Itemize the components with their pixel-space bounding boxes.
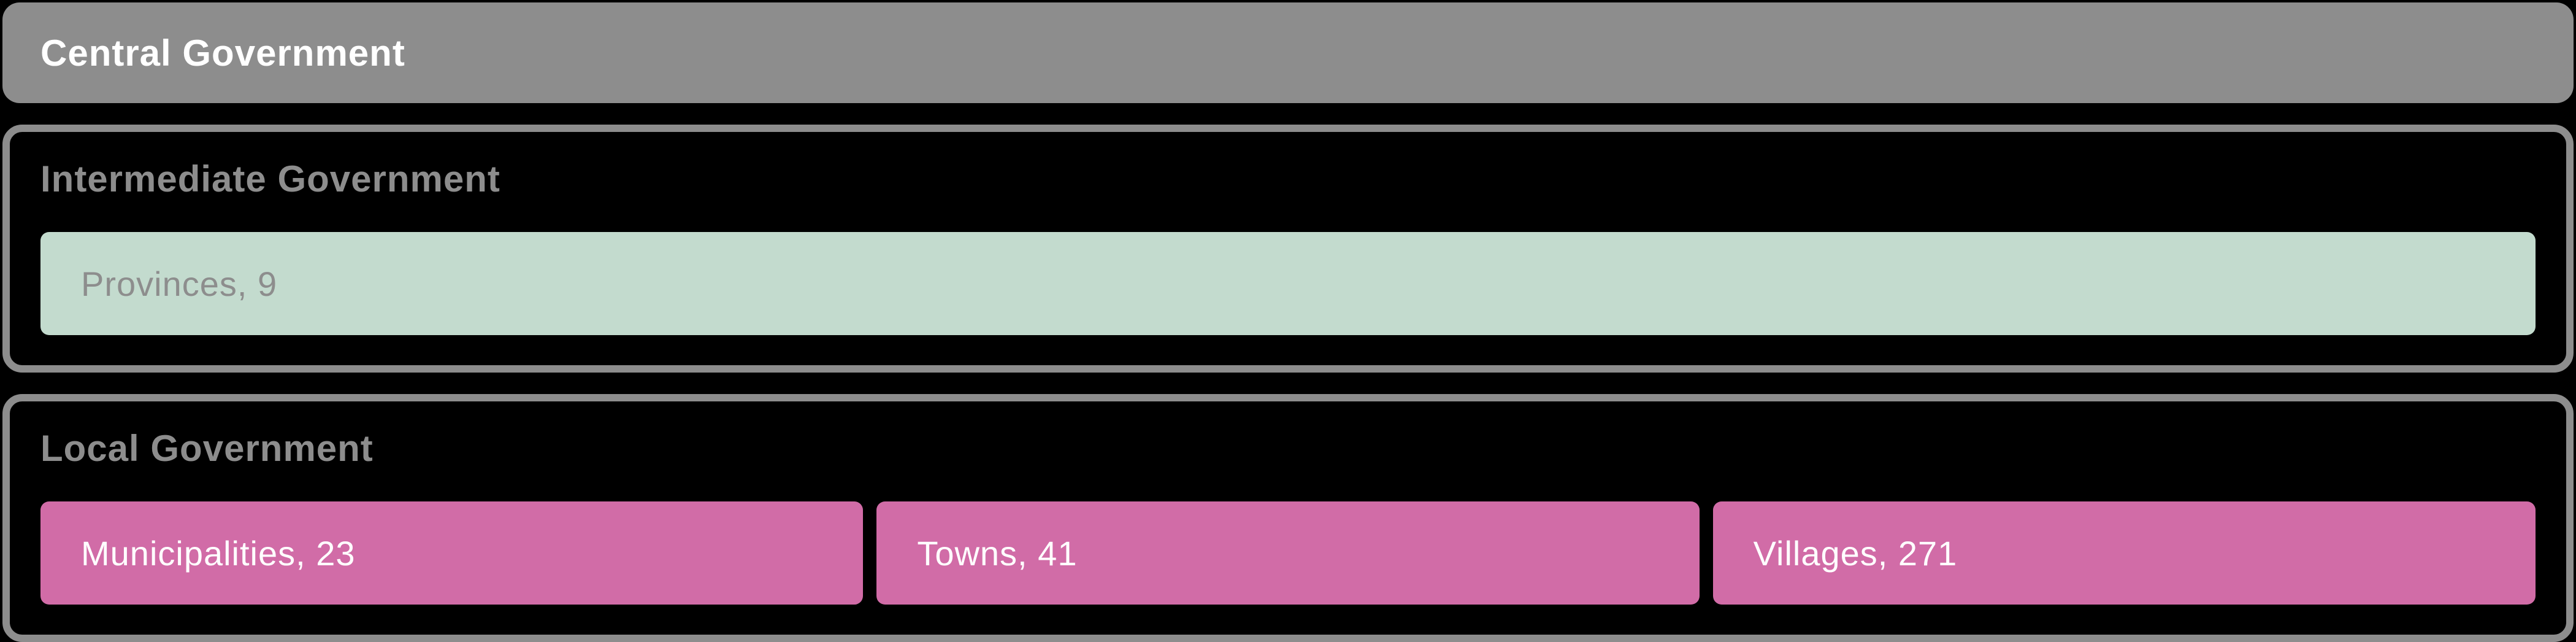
towns-label: Towns, 41 xyxy=(917,533,1078,573)
provinces-label: Provinces, 9 xyxy=(81,264,278,303)
provinces-box: Provinces, 9 xyxy=(40,232,2536,335)
intermediate-government-section: Intermediate Government Provinces, 9 xyxy=(2,125,2574,373)
municipalities-box: Municipalities, 23 xyxy=(40,501,864,605)
villages-box: Villages, 271 xyxy=(1712,501,2536,605)
municipalities-label: Municipalities, 23 xyxy=(81,533,356,573)
local-boxes-row: Municipalities, 23 Towns, 41 Villages, 2… xyxy=(40,501,2536,605)
intermediate-boxes-row: Provinces, 9 xyxy=(40,232,2536,335)
central-government-title: Central Government xyxy=(40,32,405,74)
local-government-section: Local Government Municipalities, 23 Town… xyxy=(2,394,2574,642)
towns-box: Towns, 41 xyxy=(876,501,1700,605)
intermediate-government-title: Intermediate Government xyxy=(40,158,500,199)
local-government-title: Local Government xyxy=(40,428,374,469)
central-government-bar: Central Government xyxy=(2,2,2574,103)
villages-label: Villages, 271 xyxy=(1753,533,1958,573)
